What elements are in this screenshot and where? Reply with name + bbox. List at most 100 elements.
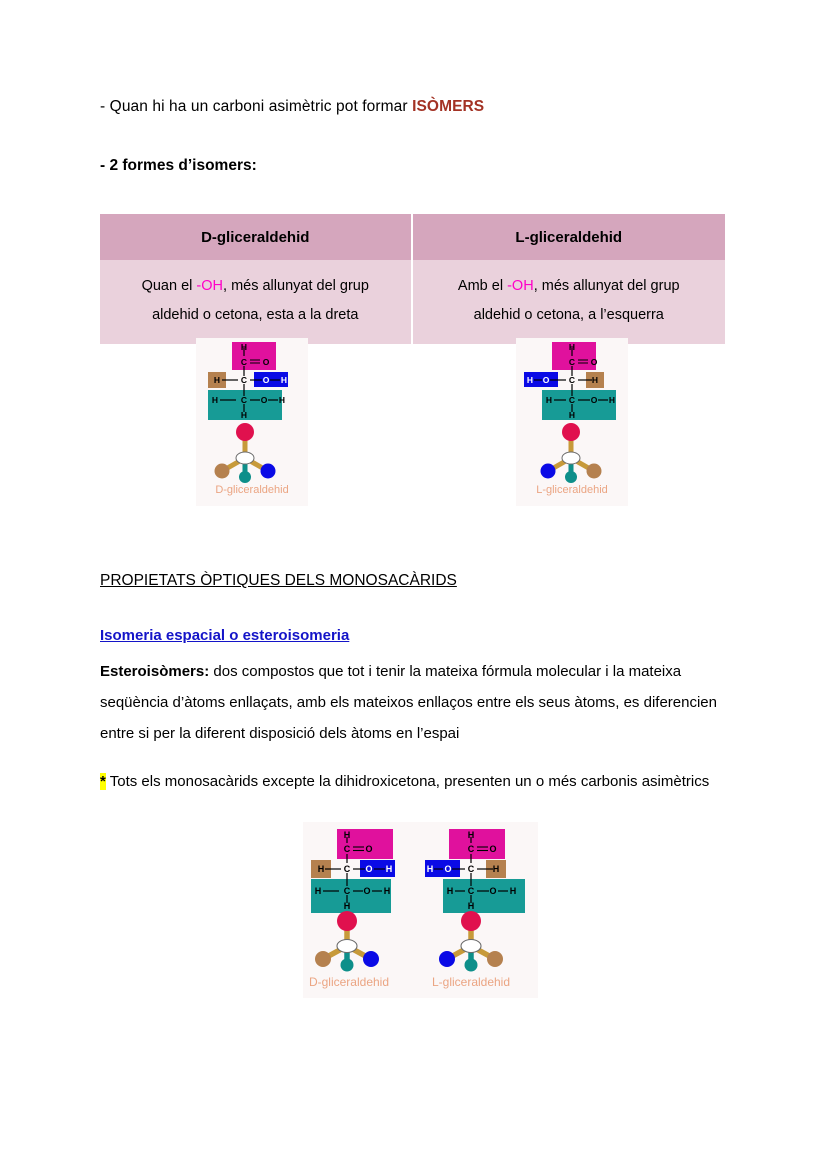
atom-o1: O <box>591 357 598 367</box>
isomeria-espacial-heading: Isomeria espacial o esteroisomeria <box>100 627 350 644</box>
d-atom-h-bottom: H <box>344 901 351 911</box>
d-gliceraldehid-structure-svg: H C O H C O H H C O H H <box>208 342 288 483</box>
formes-isomers-heading: - 2 formes d’isomers: <box>100 157 257 174</box>
h-left-box <box>208 372 226 388</box>
d-sphere-right-blue <box>363 951 379 967</box>
atom-h3-right: H <box>279 395 285 405</box>
d-h-left-box <box>311 860 331 878</box>
figure-gliceraldehid-pair-bottom: H C O H C O H H C O H H <box>303 822 538 998</box>
l-atom-h3-left: H <box>447 886 454 896</box>
l-gliceraldehid-structure-svg: H C O H O C H H C O H H <box>524 342 616 483</box>
d-aldehyde-group-box <box>337 829 393 859</box>
d-atom-h-left: H <box>318 864 325 874</box>
table-row: Quan el -OH, més allunyat del grup aldeh… <box>100 260 725 344</box>
l-atom-c3: C <box>468 886 475 896</box>
atom-c2: C <box>569 375 575 385</box>
atom-o3: O <box>261 395 268 405</box>
atom-c2: C <box>241 375 247 385</box>
sphere-top-red <box>236 423 254 441</box>
intro-text: - Quan hi ha un carboni asimètric pot fo… <box>100 98 413 115</box>
figure-caption-l-top: L-gliceraldehid <box>536 484 608 496</box>
h-right-box <box>586 372 604 388</box>
atom-h3-left: H <box>212 395 218 405</box>
sphere-bottom-teal <box>565 471 577 483</box>
atom-h2: H <box>527 375 533 385</box>
d-desc-part1: Quan el <box>141 278 197 294</box>
d-oh-label: -OH <box>196 278 224 294</box>
d-desc-line2: aldehid o cetona, esta a la dreta <box>152 307 359 323</box>
atom-c1: C <box>241 357 247 367</box>
sphere-center-carbon <box>235 451 255 465</box>
atom-h3-left: H <box>546 395 552 405</box>
d-atom-h2: H <box>386 864 393 874</box>
l-desc-line2: aldehid o cetona, a l’esquerra <box>473 307 664 323</box>
sphere-center-carbon <box>561 451 581 465</box>
sphere-left-brown <box>214 463 230 479</box>
atom-h-bottom: H <box>569 410 575 420</box>
l-ball-stick-model-bottom <box>439 911 503 972</box>
aldehyde-group-box <box>232 342 276 370</box>
sphere-bottom-teal <box>239 471 251 483</box>
d-atom-o2: O <box>365 864 372 874</box>
figure-caption-d-top: D-gliceraldehid <box>215 484 289 496</box>
d-atom-h3-right: H <box>384 886 391 896</box>
atom-o1: O <box>263 357 270 367</box>
l-oh-label: -OH <box>507 278 534 294</box>
d-sphere-center-carbon <box>336 938 358 954</box>
d-atom-h3-left: H <box>315 886 322 896</box>
d-hydroxymethyl-group-box <box>311 879 391 913</box>
atom-c1: C <box>569 357 575 367</box>
atom-c3: C <box>241 395 247 405</box>
d-atom-c3: C <box>344 886 351 896</box>
table-header-row: D-gliceraldehid L-gliceraldehid <box>100 214 725 260</box>
atom-h-top: H <box>569 342 575 352</box>
asterisk-note-paragraph: * Tots els monosacàrids excepte la dihid… <box>100 766 720 797</box>
d-atom-o1: O <box>365 844 372 854</box>
estereoisomers-body: dos compostos que tot i tenir la mateixa… <box>100 663 717 742</box>
figure-caption-d-bottom: D-gliceraldehid <box>308 975 390 989</box>
l-atom-h3-right: H <box>510 886 517 896</box>
d-sphere-bottom-teal <box>340 958 354 972</box>
l-sphere-bottom-teal <box>464 958 478 972</box>
l-sphere-top-red <box>461 911 481 931</box>
sphere-left-blue <box>540 463 556 479</box>
isomer-comparison-table: D-gliceraldehid L-gliceraldehid Quan el … <box>100 214 725 344</box>
atom-h-top: H <box>241 342 247 352</box>
aldehyde-group-box <box>552 342 596 370</box>
atom-o2: O <box>543 375 550 385</box>
l-atom-h2: H <box>427 864 434 874</box>
table-cell-d-description: Quan el -OH, més allunyat del grup aldeh… <box>100 260 413 344</box>
l-h-right-box <box>486 860 506 878</box>
figure-caption-l-bottom: L-gliceraldehid <box>431 975 511 989</box>
d-atom-c2: C <box>344 864 351 874</box>
isomers-emphasis: ISÒMERS <box>412 98 485 115</box>
l-ball-stick-model <box>540 423 602 483</box>
d-atom-o3: O <box>363 886 370 896</box>
l-atom-o2: O <box>444 864 451 874</box>
d-atom-h-top: H <box>344 830 351 840</box>
hydroxymethyl-group-box <box>208 390 282 420</box>
atom-h-left: H <box>214 375 220 385</box>
gliceraldehid-pair-svg: H C O H C O H H C O H H <box>311 829 525 972</box>
l-sphere-right-brown <box>487 951 503 967</box>
l-sphere-left-blue <box>439 951 455 967</box>
l-desc-part1: Amb el <box>457 278 508 294</box>
l-atom-c2: C <box>468 864 475 874</box>
sphere-right-blue <box>260 463 276 479</box>
l-atom-o3: O <box>489 886 496 896</box>
table-header-d: D-gliceraldehid <box>100 214 413 260</box>
asterisk-note-body: Tots els monosacàrids excepte la dihidro… <box>105 773 710 790</box>
sphere-top-red <box>562 423 580 441</box>
d-atom-c1: C <box>344 844 351 854</box>
hydroxymethyl-group-box <box>542 390 616 420</box>
propietats-optiques-heading: PROPIETATS ÒPTIQUES DELS MONOSACÀRIDS <box>100 572 457 589</box>
figure-d-gliceraldehid-top: H C O H C O H H C O H H <box>196 338 308 506</box>
asterisk-marker: * <box>100 773 106 790</box>
estereoisomers-term: Esteroisòmers: <box>100 663 210 680</box>
atom-c3: C <box>569 395 575 405</box>
d-sphere-top-red <box>337 911 357 931</box>
d-ball-stick-model <box>214 423 276 483</box>
estereoisomers-paragraph: Esteroisòmers: dos compostos que tot i t… <box>100 656 720 749</box>
l-atom-h-bottom: H <box>468 901 475 911</box>
